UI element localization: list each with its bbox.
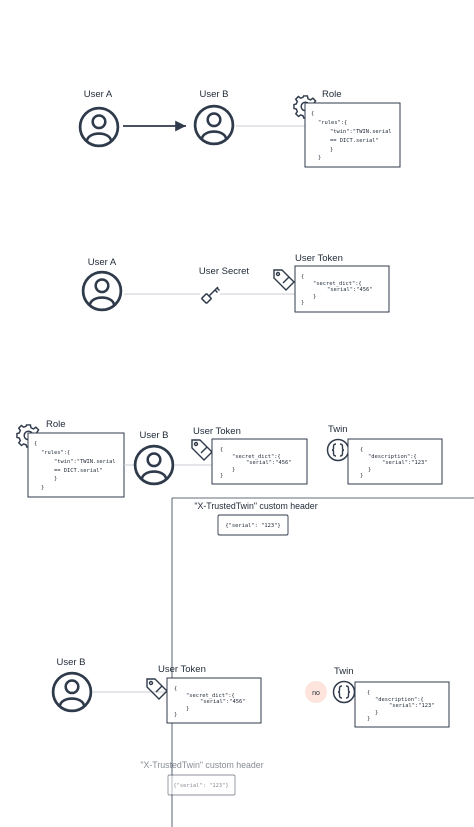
user-token-card — [166, 677, 262, 724]
no-badge-text: no — [312, 690, 320, 697]
scene-1: User A User B Role { "rules":{ "twin":"T… — [78, 89, 401, 168]
twin-code: { "description":{ "serial":"123" } } — [367, 690, 438, 722]
user-token-code: { "secret_dict":{ "serial":"456" } } — [174, 686, 249, 718]
tag-icon — [273, 269, 295, 291]
no-badge — [305, 681, 327, 703]
header-value-box — [217, 514, 289, 536]
user-token-title: User Token — [193, 426, 241, 437]
role-title: Role — [322, 89, 342, 100]
header-label: "X-TrustedTwin" custom header — [194, 501, 317, 511]
header-label: "X-TrustedTwin" custom header — [140, 760, 263, 770]
user-secret-label: User Secret — [199, 266, 250, 277]
user-token-card — [294, 265, 390, 313]
twin-card — [354, 681, 450, 728]
role-code: { "rules":{ "twin":"TWIN.serial == DICT.… — [34, 441, 119, 491]
twin-code: { "description":{ "serial":"123" } } — [360, 447, 431, 479]
header-value: {"serial": "123"} — [173, 783, 228, 789]
twin-title: Twin — [328, 424, 348, 435]
header-value-box — [167, 774, 236, 796]
scene-4: User B User Token { "secret_dict":{ "ser… — [51, 657, 450, 796]
user-token-title: User Token — [295, 253, 343, 264]
user-token-code: { "secret_dict":{ "serial":"456" } } — [220, 447, 295, 479]
twin-icon — [332, 680, 356, 704]
scene-3: Role { "rules":{ "twin":"TWIN.serial == … — [16, 419, 474, 827]
user-b-label: User B — [199, 89, 228, 100]
twin-icon — [326, 438, 350, 462]
role-card — [27, 432, 125, 498]
user-token-title: User Token — [158, 664, 206, 675]
user-a-icon — [81, 270, 123, 312]
role-card — [304, 102, 401, 168]
twin-title: Twin — [334, 666, 354, 677]
user-token-card — [211, 438, 308, 485]
user-b-icon — [51, 671, 93, 713]
user-b-icon — [133, 444, 175, 486]
tag-icon — [146, 678, 168, 700]
header-value: {"serial": "123"} — [225, 523, 280, 529]
user-a-label: User A — [84, 89, 113, 100]
tag-icon — [191, 439, 213, 461]
user-token-code: { "secret_dict":{ "serial":"456" } } — [301, 274, 376, 306]
scene-2: User A User Secret User Token { "secret_… — [81, 253, 390, 313]
user-b-icon — [193, 104, 235, 146]
user-b-label: User B — [56, 657, 85, 668]
user-a-icon — [78, 106, 120, 148]
user-a-label: User A — [88, 257, 117, 268]
role-code: { "rules":{ "twin":"TWIN.serial == DICT.… — [311, 111, 395, 161]
role-title: Role — [46, 419, 66, 430]
user-b-label: User B — [139, 430, 168, 441]
twin-card — [347, 438, 443, 485]
